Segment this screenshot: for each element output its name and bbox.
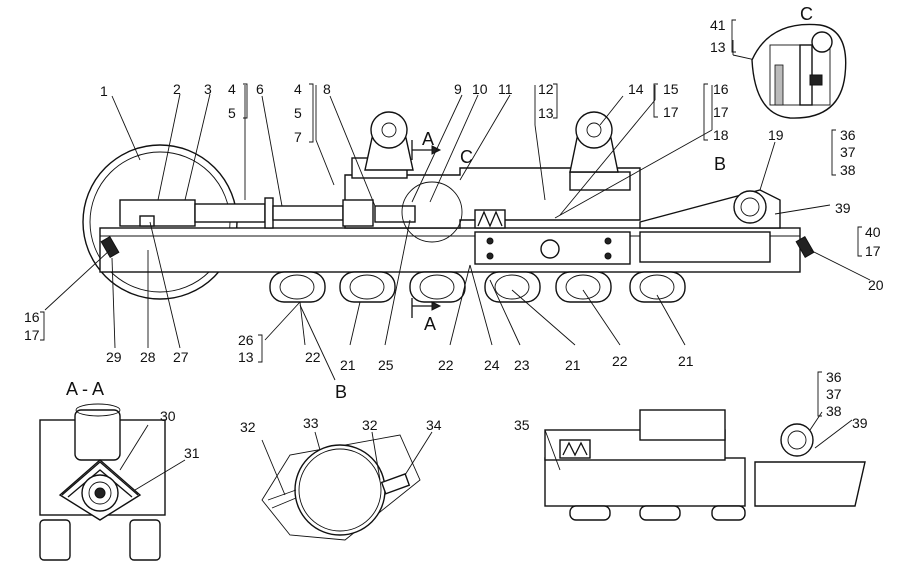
detail-b-label: B [714, 154, 726, 174]
section-arrow-label: A [422, 129, 434, 149]
callout-16: 16 [713, 81, 729, 97]
pipe-joint-detail [261, 431, 433, 541]
callout-31: 31 [184, 445, 200, 461]
callout-3: 3 [204, 81, 212, 97]
callout-32: 32 [240, 419, 256, 435]
callout-40: 40 [865, 224, 881, 240]
callout-13: 13 [710, 39, 726, 55]
callout-38: 38 [840, 162, 856, 178]
callout-39: 39 [835, 200, 851, 216]
callout-21: 21 [678, 353, 694, 369]
callout-21: 21 [565, 357, 581, 373]
callout-10: 10 [472, 81, 488, 97]
callout-34: 34 [426, 417, 442, 433]
detail-c-marker [401, 181, 463, 243]
callout-9: 9 [454, 81, 462, 97]
leader-lines [44, 40, 871, 381]
callout-16: 16 [24, 309, 40, 325]
detail-b-label: B [335, 382, 347, 402]
carrier-roller-right [569, 111, 619, 173]
hydraulic-cylinder [272, 205, 344, 221]
callout-24: 24 [484, 357, 500, 373]
detail-c-label: C [460, 147, 473, 167]
callout-20: 20 [868, 277, 884, 293]
callout-2: 2 [173, 81, 181, 97]
callout-8: 8 [323, 81, 331, 97]
rear-detail-view [544, 409, 866, 521]
upper-housing [344, 167, 641, 229]
callout-26: 26 [238, 332, 254, 348]
callout-41: 41 [710, 17, 726, 33]
callout-21: 21 [340, 357, 356, 373]
callout-4: 4 [228, 81, 236, 97]
callout-12: 12 [538, 81, 554, 97]
callout-27: 27 [173, 349, 189, 365]
callout-17: 17 [865, 243, 881, 259]
callout-22: 22 [438, 357, 454, 373]
pivot-bearing [733, 190, 767, 224]
callout-37: 37 [826, 386, 842, 402]
callout-1: 1 [100, 83, 108, 99]
callout-11: 11 [498, 81, 513, 97]
callout-29: 29 [106, 349, 122, 365]
track-rollers [269, 271, 686, 303]
callout-32: 32 [362, 417, 378, 433]
section-aa-title: A - A [66, 379, 104, 399]
callout-37: 37 [840, 144, 856, 160]
callout-23: 23 [514, 357, 530, 373]
callout-39: 39 [852, 415, 868, 431]
detail-c-title: C [800, 4, 813, 24]
callout-30: 30 [160, 408, 176, 424]
section-arrow-label: A [424, 314, 436, 334]
callout-6: 6 [256, 81, 264, 97]
callout-17: 17 [24, 327, 40, 343]
callout-38: 38 [826, 403, 842, 419]
callout-13: 13 [538, 105, 554, 121]
callout-17: 17 [663, 104, 679, 120]
callout-15: 15 [663, 81, 679, 97]
callout-19: 19 [768, 127, 784, 143]
callout-36: 36 [840, 127, 856, 143]
callout-brackets [40, 19, 862, 417]
callout-35: 35 [514, 417, 530, 433]
callout-28: 28 [140, 349, 156, 365]
callout-36: 36 [826, 369, 842, 385]
callout-14: 14 [628, 81, 644, 97]
callout-22: 22 [305, 349, 321, 365]
callout-33: 33 [303, 415, 319, 431]
callout-5: 5 [228, 105, 236, 121]
callout-labels: 1 2 3 4 5 6 4 5 7 8 9 10 11 12 13 14 15 … [24, 4, 884, 461]
callout-13: 13 [238, 349, 254, 365]
callout-18: 18 [713, 127, 729, 143]
section-aa-view [39, 403, 186, 561]
callout-7: 7 [294, 129, 302, 145]
callout-25: 25 [378, 357, 394, 373]
carrier-roller-left [364, 111, 414, 171]
detail-c-view [751, 23, 847, 119]
main-view [82, 111, 815, 318]
callout-5: 5 [294, 105, 302, 121]
callout-17: 17 [713, 104, 729, 120]
tensioner-block [119, 199, 196, 227]
callout-4: 4 [294, 81, 302, 97]
callout-22: 22 [612, 353, 628, 369]
